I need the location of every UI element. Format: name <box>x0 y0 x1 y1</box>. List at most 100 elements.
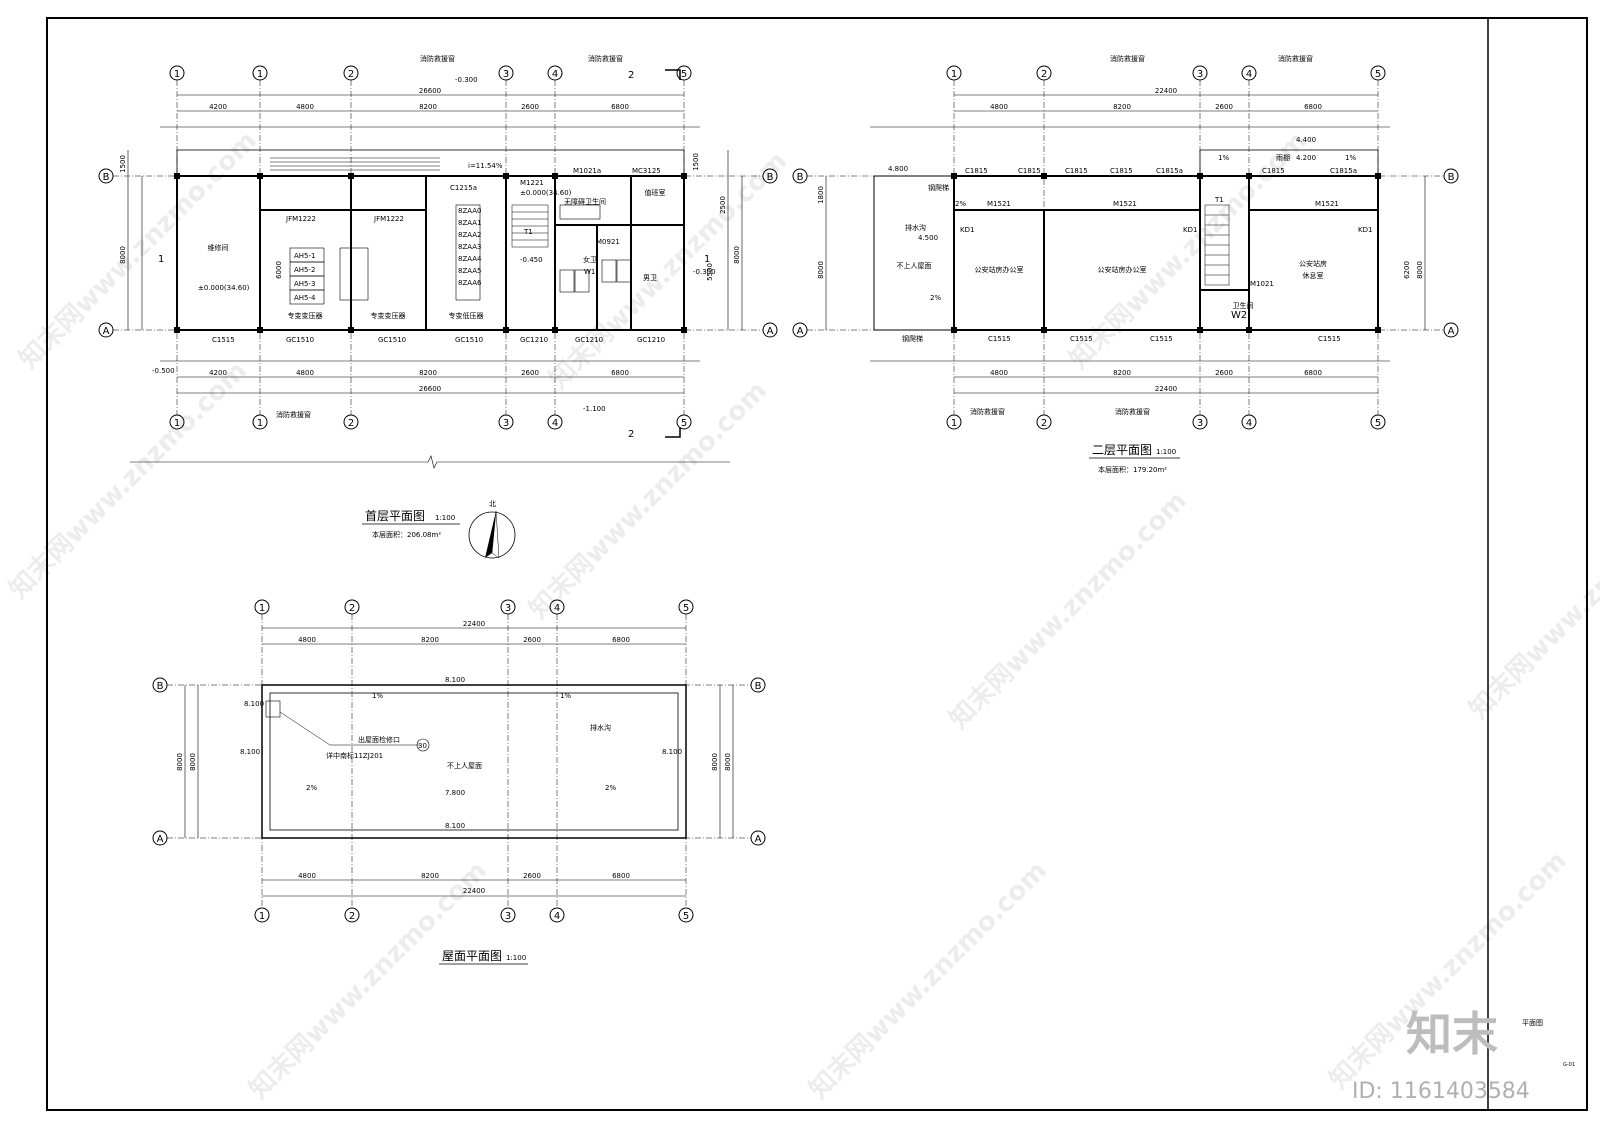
ramp-hatch <box>270 157 440 171</box>
watermark: 知末网www.znzmo.com <box>544 146 793 395</box>
room-label: 专变变压器 <box>371 311 406 320</box>
dim: 4800 <box>298 872 316 880</box>
dim: 1500 <box>119 155 127 173</box>
watermark: 知末网www.znzmo.com <box>1464 476 1600 725</box>
axis-label: 2 <box>1041 418 1047 429</box>
dim-total: 22400 <box>1155 385 1177 393</box>
axis-label: A <box>797 326 804 337</box>
door-label: M1521 <box>1113 200 1137 208</box>
stair-label: T1 <box>523 228 533 236</box>
dim: 6000 <box>275 261 283 279</box>
window-label: GC1210 <box>520 336 548 344</box>
cabinet-label: AH5-4 <box>294 294 316 302</box>
window-label: C1515 <box>212 336 235 344</box>
ground-side-dims: 1500 8000 6000 2500 5500 8000 1500 <box>119 153 741 281</box>
room-label: 女卫 <box>583 255 597 264</box>
axis-label: 5 <box>1375 69 1381 80</box>
toilet-label: W2 <box>1231 310 1247 321</box>
stair-label: T1 <box>1214 196 1224 204</box>
cabinet-label: AH5-1 <box>294 252 316 260</box>
ladder-label: 钢爬梯 <box>902 334 923 343</box>
elevation: 4.800 <box>888 165 908 173</box>
axis-label: 3 <box>1197 418 1203 429</box>
axis-label: 3 <box>505 603 511 614</box>
dim: 4800 <box>990 369 1008 377</box>
elevation: 7.800 <box>445 789 465 797</box>
door-label: M1521 <box>1315 200 1339 208</box>
axis-label: 1 <box>259 603 265 614</box>
axis-label: 4 <box>1246 418 1252 429</box>
elevation: ±0.000(34.60) <box>520 189 572 197</box>
slope-label: i=11.54% <box>468 162 503 170</box>
dim: 6200 <box>1403 261 1411 279</box>
axis-label: B <box>103 172 110 183</box>
dim: 4800 <box>298 636 316 644</box>
dim: 8200 <box>421 872 439 880</box>
second-columns <box>951 173 1381 333</box>
rain-canopy <box>1199 149 1379 177</box>
watermark: 知末网www.znzmo.com <box>1064 126 1313 375</box>
cabinet-label: 8ZAA4 <box>458 255 482 263</box>
dim: 6800 <box>612 636 630 644</box>
axis-label: 5 <box>683 911 689 922</box>
door-label: JFM1222 <box>373 215 404 223</box>
axis-label: 3 <box>503 418 509 429</box>
plan-scale: 1:100 <box>506 954 526 962</box>
window-label: C1815 <box>1065 167 1088 175</box>
roof-text: 不上人屋面 <box>447 761 482 770</box>
dim: 6800 <box>612 872 630 880</box>
watermark: 知末网www.znzmo.com <box>804 856 1053 1105</box>
ground-room-labels: 维修间 专变变压器 专变变压器 专变低压器 女卫 男卫 值班室 无障碍卫生间 <box>208 188 666 320</box>
axis-label: A <box>755 834 762 845</box>
kd-label: KD1 <box>1183 226 1197 234</box>
dim: 6800 <box>611 103 629 111</box>
axis-label: 3 <box>505 911 511 922</box>
dim: 2600 <box>1215 369 1233 377</box>
roof-inner <box>269 692 679 831</box>
door-label: M1221 <box>520 179 544 187</box>
axis-label: 2 <box>348 418 354 429</box>
window-label: GC1510 <box>455 336 483 344</box>
kd-label: KD1 <box>960 226 974 234</box>
window-label: C1815 <box>1262 167 1285 175</box>
axis-label: 1 <box>257 69 263 80</box>
dim: 4800 <box>296 103 314 111</box>
plan-title: 首层平面图 <box>365 509 425 523</box>
door-label: JFM1222 <box>285 215 316 223</box>
dim: 8000 <box>1416 261 1424 279</box>
dim: 8200 <box>419 103 437 111</box>
dim: 2600 <box>1215 103 1233 111</box>
axis-label: 3 <box>503 69 509 80</box>
axis-label: B <box>1448 172 1455 183</box>
roof-parapet <box>261 684 687 839</box>
brand-logo: 知末 <box>1406 1007 1498 1061</box>
axis-label: 5 <box>681 418 687 429</box>
dim: 8000 <box>189 753 197 771</box>
detail-reference: 详中南标11ZJ201 <box>326 751 383 760</box>
elevation: -0.300 <box>455 76 478 84</box>
plan-title: 二层平面图 <box>1092 443 1152 457</box>
drain-label: 排水沟 <box>590 723 611 732</box>
room-label: 公安站房 <box>1299 259 1327 268</box>
second-floor-plan: 1 2 3 4 5 1 2 3 4 5 B A B A <box>792 54 1459 474</box>
plan-scale: 1:100 <box>1156 448 1176 456</box>
door-label: M0921 <box>596 238 620 246</box>
window-label: C1515 <box>988 335 1011 343</box>
section-mark: 2 <box>628 429 634 440</box>
hatch-label: 出屋面检修口 <box>358 735 400 744</box>
door-label: M1521 <box>987 200 1011 208</box>
axis-label: 1 <box>174 418 180 429</box>
slope-label: 1% <box>372 692 383 700</box>
cabinet-label: 8ZAA6 <box>458 279 482 287</box>
second-stair <box>1204 204 1230 286</box>
dim: 8200 <box>1113 103 1131 111</box>
door-label: MC3125 <box>632 167 661 175</box>
cabinet-label: 8ZAA1 <box>458 219 481 227</box>
watermark: 知末网www.znzmo.com <box>524 376 773 625</box>
elevation: ±0.000(34.60) <box>198 284 250 292</box>
fire-window-label: 消防救援窗 <box>588 54 623 63</box>
cabinet-label: AH5-2 <box>294 266 316 274</box>
plan-title: 屋面平面图 <box>442 949 502 963</box>
roof-dim-lines <box>184 627 734 897</box>
elevation: 8.100 <box>662 748 682 756</box>
